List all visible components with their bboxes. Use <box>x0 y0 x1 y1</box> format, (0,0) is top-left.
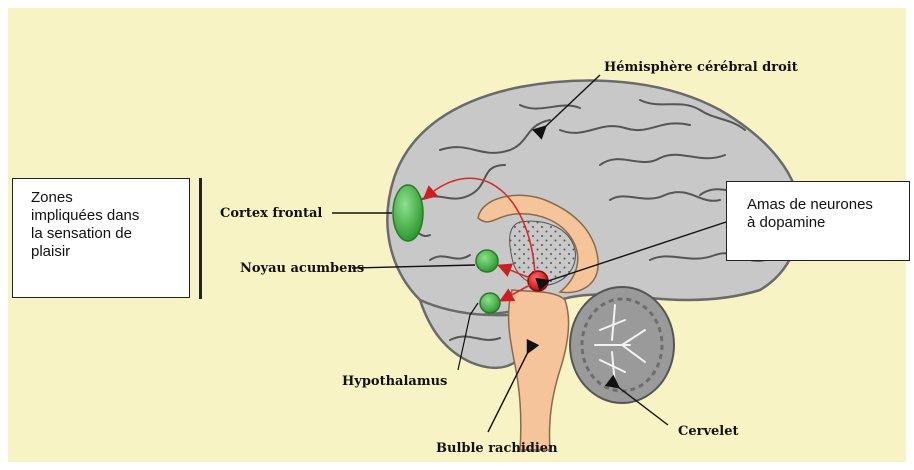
label-hemisphere: Hémisphère cérébral droit <box>604 60 798 75</box>
callout-line: à dopamine <box>747 214 909 232</box>
label-cortex-frontal: Cortex frontal <box>220 206 322 221</box>
callout-box-dopamine: Amas de neurones à dopamine <box>726 181 910 261</box>
brainstem <box>509 290 569 450</box>
dopamine-neurons <box>528 271 548 291</box>
noyau-acumbens-zone <box>476 250 498 272</box>
label-bulbe-rachidien: Bulble rachidien <box>436 441 558 456</box>
legend-line: la sensation de <box>31 225 175 243</box>
cortex-frontal-zone <box>393 185 423 241</box>
legend-line: Zones <box>31 189 175 207</box>
legend-line: impliquées dans <box>31 207 175 225</box>
legend-bracket-bar <box>199 178 202 299</box>
label-noyau-acumbens: Noyau acumbens <box>240 261 364 276</box>
legend-line: plaisir <box>31 243 175 261</box>
label-hypothalamus: Hypothalamus <box>342 374 447 389</box>
cerebellum <box>570 287 674 403</box>
hypothalamus-zone <box>480 293 500 313</box>
callout-line: Amas de neurones <box>747 196 909 214</box>
label-cervelet: Cervelet <box>678 424 739 439</box>
legend-box-pleasure-zones: Zones impliquées dans la sensation de pl… <box>12 178 190 298</box>
